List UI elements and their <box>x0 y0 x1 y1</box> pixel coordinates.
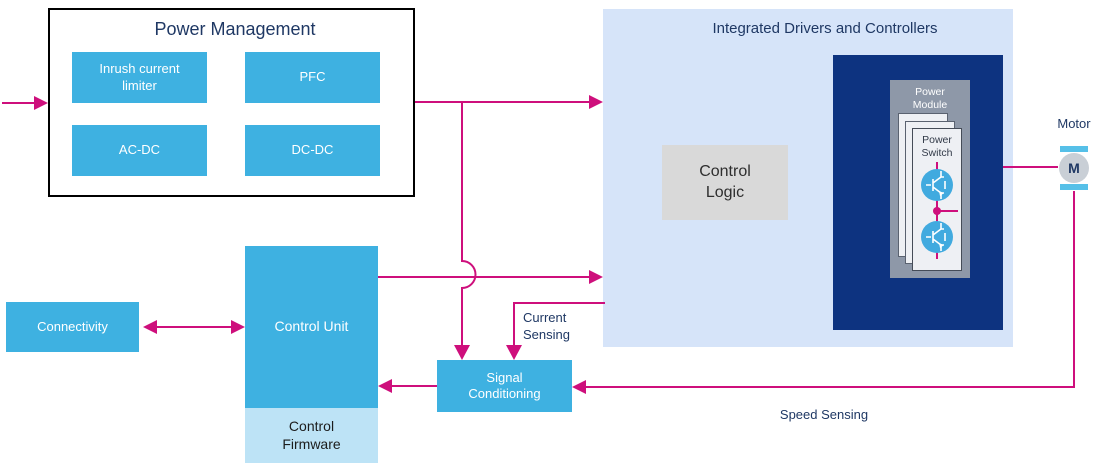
block-ac-dc: AC-DC <box>72 125 207 176</box>
feedback-arrowhead <box>378 379 392 393</box>
control-output-arrowhead <box>589 270 603 284</box>
connectivity-arrowhead-left <box>143 320 157 334</box>
connectivity-block: Connectivity <box>6 302 139 352</box>
power-module-label: Power Module <box>912 86 948 112</box>
current-sensing-arrowhead <box>506 345 522 360</box>
motor-label: Motor <box>1057 116 1091 131</box>
block-dc-dc: DC-DC <box>245 125 380 176</box>
power-branch-arrowhead <box>454 345 470 360</box>
power-switch-label: Power Switch <box>921 134 953 160</box>
power-input-arrowhead <box>34 96 48 110</box>
speed-sensing-label: Speed Sensing <box>779 407 869 422</box>
power-branch-line <box>461 102 477 345</box>
block-pfc: PFC <box>245 52 380 103</box>
block-inrush-current-limiter: Inrush current limiter <box>72 52 207 103</box>
motor-symbol: M <box>1059 153 1089 183</box>
motor-cap-bottom <box>1060 184 1088 190</box>
connectivity-arrowhead-right <box>231 320 245 334</box>
power-rail-arrowhead <box>589 95 603 109</box>
motor-cap-top <box>1060 146 1088 152</box>
integrated-drivers-title: Integrated Drivers and Controllers <box>712 20 938 37</box>
speed-sensing-arrowhead <box>572 380 586 394</box>
signal-conditioning-block: Signal Conditioning <box>437 360 572 412</box>
control-unit-block: Control Unit <box>245 246 378 408</box>
control-firmware-block: Control Firmware <box>245 408 378 463</box>
current-sensing-label: Current Sensing <box>523 310 570 342</box>
power-management-title: Power Management <box>154 19 316 39</box>
control-logic-block: Control Logic <box>662 145 788 220</box>
